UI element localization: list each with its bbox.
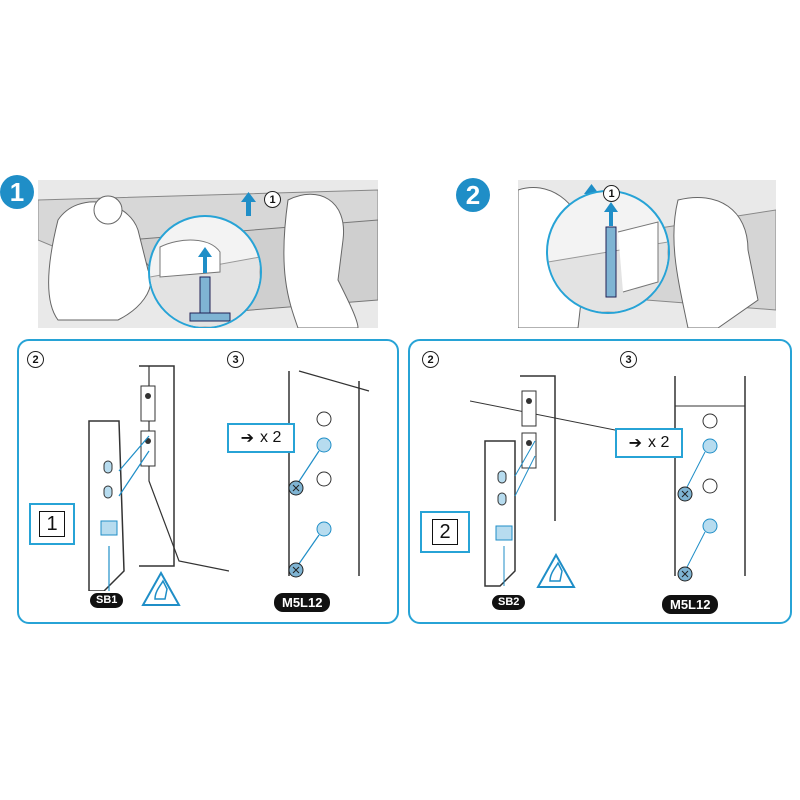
- step-1-screw-label: M5L12: [274, 593, 331, 612]
- screw-icon: [288, 562, 304, 578]
- step-2-screw-callout: ➔ x 2: [615, 428, 683, 458]
- screw-icon: [677, 486, 693, 502]
- step-2-bracket-drawing: [470, 375, 620, 587]
- step-2-screw-count: x 2: [648, 434, 670, 451]
- step-1-zoom-circle: [148, 215, 262, 328]
- step-2-screw-drawing: [674, 376, 746, 576]
- step-1-detail-3-marker: 3: [227, 351, 244, 368]
- step-1-scene: [38, 180, 378, 328]
- step-2-badge: 2: [456, 178, 490, 212]
- step-2-part-label: SB2: [492, 595, 526, 610]
- arrow-right-icon: ➔: [628, 435, 643, 452]
- step-2-screw-label: M5L12: [662, 595, 719, 614]
- step-2-detail-panel: 2 3 2 SB2 ➔ x 2 M5: [408, 339, 792, 624]
- step-1-box-number: 1: [29, 503, 75, 545]
- step-1-detail-panel: 2 3 1 SB1 ➔: [17, 339, 399, 624]
- step-1-detail-2-marker: 2: [27, 351, 44, 368]
- arrow-up-icon: [241, 192, 256, 216]
- step-2-detail-3-marker: 3: [620, 351, 637, 368]
- step-1-marker-1: 1: [264, 191, 281, 208]
- step-2-marker-1: 1: [603, 185, 620, 202]
- warning-hot-surface-icon: [141, 571, 181, 606]
- step-1-badge: 1: [0, 175, 34, 209]
- arrow-right-icon: ➔: [240, 430, 255, 447]
- step-1-screw-drawing: [288, 370, 370, 576]
- warning-hot-surface-icon: [536, 553, 576, 588]
- step-1-bracket-drawing: [88, 365, 229, 591]
- step-2-scene: [518, 180, 776, 328]
- step-1-screw-callout: ➔ x 2: [227, 423, 295, 453]
- step-2-box-number: 2: [420, 511, 470, 553]
- step-2-zoom-circle: [546, 190, 670, 314]
- step-1-screw-count: x 2: [260, 429, 282, 446]
- step-1-part-label: SB1: [90, 593, 124, 608]
- screw-icon: [288, 480, 304, 496]
- step-2-detail-2-marker: 2: [422, 351, 439, 368]
- screw-icon: [677, 566, 693, 582]
